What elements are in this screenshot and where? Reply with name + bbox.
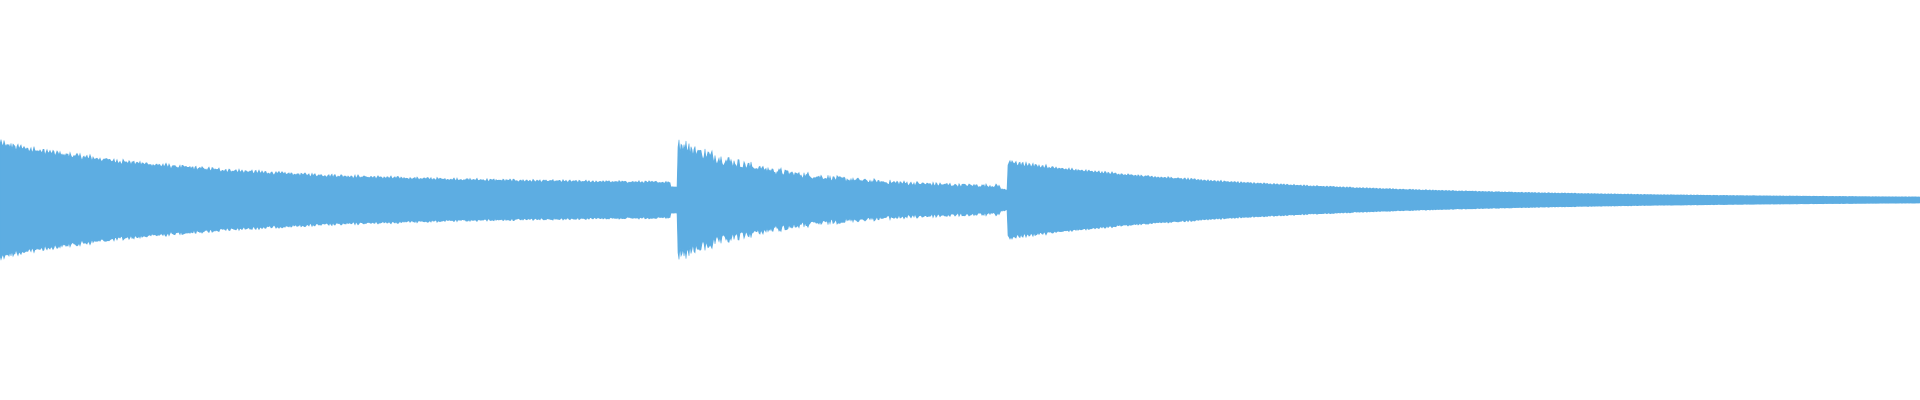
waveform-path bbox=[0, 139, 1920, 261]
